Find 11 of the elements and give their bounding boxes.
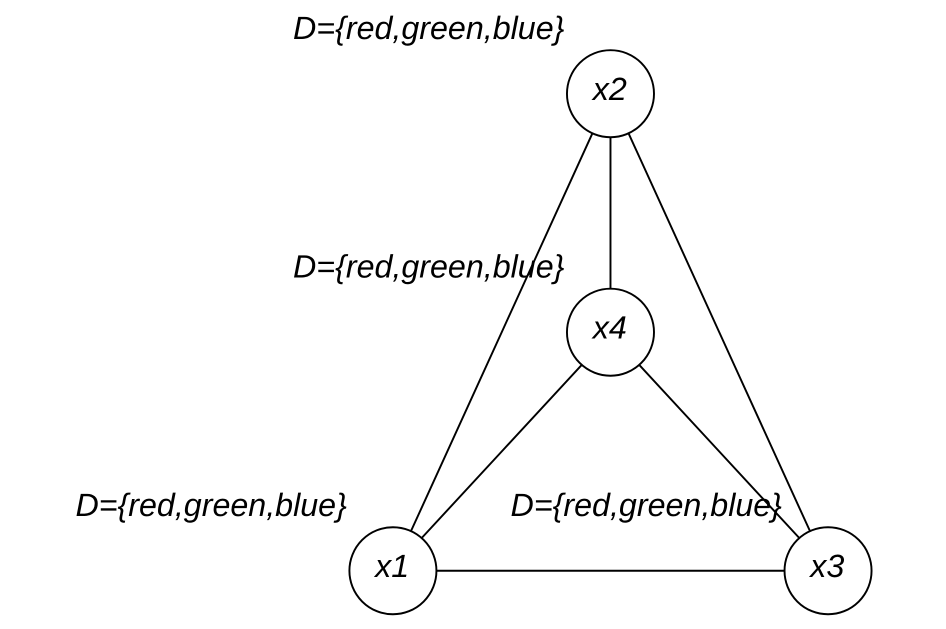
connector xyxy=(420,364,582,538)
node-circle: x4 xyxy=(566,288,654,377)
connector xyxy=(410,133,593,532)
node-label: D={red,green,blue} xyxy=(292,10,564,46)
connector xyxy=(436,570,784,572)
node-circle: x1 xyxy=(348,526,437,616)
connector xyxy=(609,137,611,288)
node-label: D={red,green,blue} xyxy=(74,486,346,523)
node-circle: x2 xyxy=(566,49,654,138)
connector xyxy=(627,133,810,532)
node-circle: x3 xyxy=(783,526,872,616)
